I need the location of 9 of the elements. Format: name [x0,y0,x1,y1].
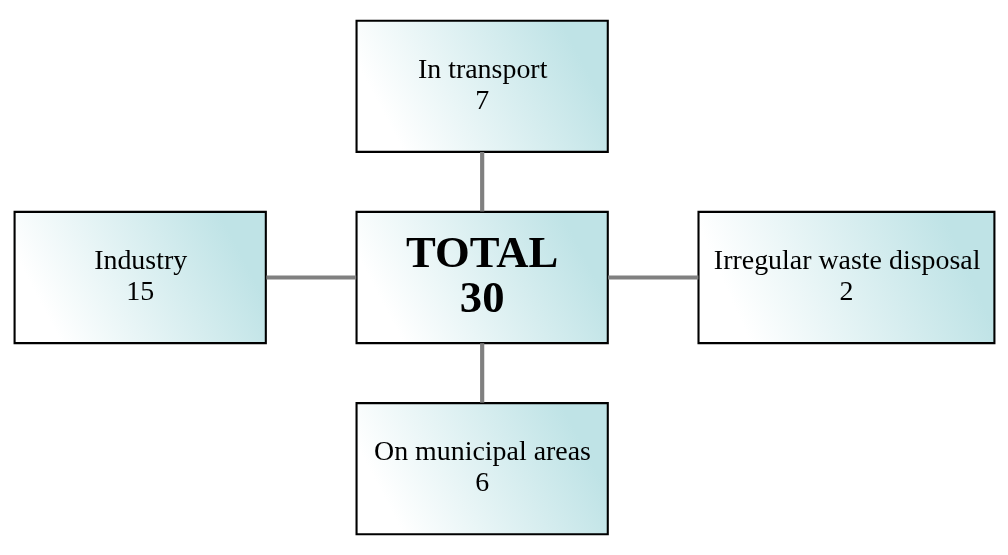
node-box: On municipal areas 6 [355,402,609,536]
connector [265,275,356,280]
node-box: In transport 7 [355,19,609,153]
connector [479,152,484,212]
connector [607,275,698,280]
node-box: Irregular waste disposal 2 [696,210,995,345]
node-box: Industry 15 [13,210,267,345]
connector [479,343,484,403]
node-box: TOTAL 30 [355,210,609,345]
